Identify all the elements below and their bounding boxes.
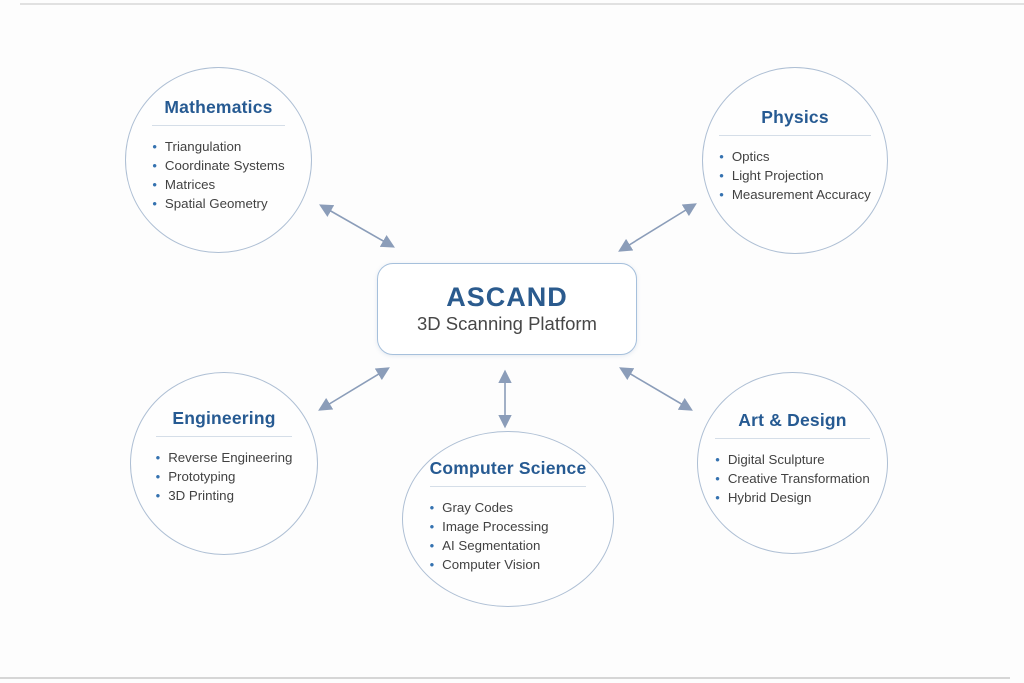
node-computer-science: Computer Science • Gray Codes • Image Proc… <box>402 431 614 607</box>
node-engineering-content: Engineering • Reverse Engineering • Protot… <box>155 408 293 507</box>
node-computer-science-divider <box>429 486 587 487</box>
node-physics: Physics • Optics • Light Projection • Measu… <box>702 67 888 254</box>
center-node-subtitle: 3D Scanning Platform <box>417 313 597 334</box>
node-mathematics-divider <box>152 125 285 126</box>
list-item-label: Hybrid Design <box>727 489 812 505</box>
list-item-label: Image Processing <box>442 519 549 534</box>
node-physics-divider <box>719 135 871 136</box>
list-item: • Light Projection <box>719 168 871 183</box>
node-computer-science-title: Computer Science <box>429 458 587 478</box>
list-item-label: Creative Transformation <box>727 470 870 486</box>
node-art-design-content: Art & Design • Digital Sculpture • Creativ… <box>715 409 870 509</box>
list-item: • Spatial Geometry <box>152 196 284 211</box>
list-item: • Measurement Accuracy <box>719 187 871 202</box>
node-mathematics-list: • Triangulation • Coordinate Systems • Matr… <box>152 135 284 215</box>
bullet-icon: • <box>155 469 161 484</box>
node-art-design: Art & Design • Digital Sculpture • Creativ… <box>697 372 888 554</box>
list-item-label: AI Segmentation <box>442 538 541 553</box>
bullet-icon: • <box>429 538 435 553</box>
list-item: • Coordinate Systems <box>152 158 284 173</box>
node-mathematics-title: Mathematics <box>164 97 273 117</box>
list-item: • Gray Codes <box>430 500 587 515</box>
list-item: • Hybrid Design <box>715 490 869 505</box>
list-item: • Creative Transformation <box>715 471 869 486</box>
list-item: • Matrices <box>152 177 284 192</box>
bullet-icon: • <box>715 451 720 467</box>
arrow-center-engineering <box>318 367 390 411</box>
bullet-icon: • <box>155 450 161 465</box>
list-item-label: Light Projection <box>731 168 824 183</box>
list-item-label: Gray Codes <box>442 500 514 515</box>
bullet-icon: • <box>152 196 157 211</box>
bullet-icon: • <box>429 500 435 515</box>
bullet-icon: • <box>429 519 435 534</box>
node-physics-title: Physics <box>761 107 829 127</box>
node-mathematics: Mathematics • Triangulation • Coordinate S… <box>125 67 312 253</box>
bullet-icon: • <box>719 187 724 202</box>
arrow-center-physics <box>618 203 697 252</box>
bottom-edge-divider <box>0 677 1010 679</box>
list-item-label: Digital Sculpture <box>727 451 825 467</box>
list-item-label: 3D Printing <box>168 488 234 503</box>
arrow-center-mathematics <box>319 204 395 248</box>
list-item-label: Computer Vision <box>442 557 541 572</box>
node-engineering-divider <box>155 436 293 437</box>
node-engineering: Engineering • Reverse Engineering • Protot… <box>130 372 318 555</box>
node-art-design-divider <box>715 437 870 439</box>
node-computer-science-list: • Gray Codes • Image Processing • AI Segmen… <box>430 496 587 576</box>
arrow-center-art-design <box>619 367 693 411</box>
node-physics-content: Physics • Optics • Light Projection • Measu… <box>719 107 871 206</box>
list-item-label: Spatial Geometry <box>164 196 268 211</box>
list-item: • Prototyping <box>156 469 293 484</box>
list-item-label: Coordinate Systems <box>164 158 285 173</box>
bullet-icon: • <box>719 149 724 164</box>
bullet-icon: • <box>715 470 720 486</box>
node-physics-list: • Optics • Light Projection • Measurement A… <box>719 145 871 206</box>
list-item-label: Prototyping <box>168 469 236 484</box>
list-item-label: Measurement Accuracy <box>731 187 871 202</box>
bullet-icon: • <box>152 158 157 173</box>
node-engineering-title: Engineering <box>172 408 276 428</box>
list-item-label: Reverse Engineering <box>168 450 293 465</box>
bullet-icon: • <box>429 557 435 572</box>
bullet-icon: • <box>715 489 720 505</box>
bullet-icon: • <box>719 168 724 183</box>
list-item: • Optics <box>719 149 871 164</box>
node-computer-science-content: Computer Science • Gray Codes • Image Proc… <box>429 458 587 576</box>
list-item-label: Optics <box>731 149 770 164</box>
node-art-design-list: • Digital Sculpture • Creative Transformat… <box>715 448 869 509</box>
node-mathematics-content: Mathematics • Triangulation • Coordinate S… <box>152 97 285 215</box>
list-item: • Triangulation <box>152 139 284 154</box>
list-item: • Computer Vision <box>430 557 587 572</box>
node-engineering-list: • Reverse Engineering • Prototyping • 3D Pr… <box>156 446 293 507</box>
list-item: • Image Processing <box>430 519 587 534</box>
node-art-design-title: Art & Design <box>738 409 847 430</box>
bullet-icon: • <box>152 139 157 154</box>
center-node: ASCAND 3D Scanning Platform <box>377 263 637 355</box>
center-node-title: ASCAND <box>446 282 568 312</box>
list-item: • AI Segmentation <box>430 538 587 553</box>
list-item: • 3D Printing <box>156 488 293 503</box>
list-item-label: Triangulation <box>164 139 242 154</box>
list-item: • Digital Sculpture <box>715 452 869 467</box>
bullet-icon: • <box>152 177 157 192</box>
bullet-icon: • <box>155 488 161 503</box>
list-item-label: Matrices <box>164 177 216 192</box>
list-item: • Reverse Engineering <box>156 450 293 465</box>
top-edge-divider <box>20 3 1024 5</box>
